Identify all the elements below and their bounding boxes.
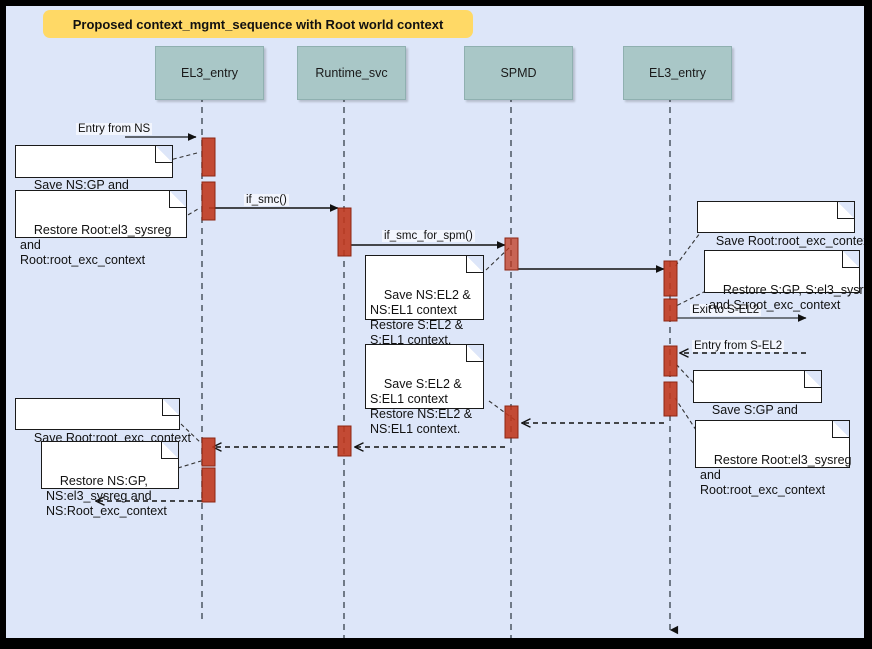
activation-runtime-1 [337, 207, 352, 257]
note-save-ns-el2: Save NS:EL2 & NS:EL1 context Restore S:E… [365, 255, 484, 347]
leader-note-save-ns-gp [165, 152, 198, 162]
note-fold-icon [466, 256, 483, 273]
activation-runtime-2 [337, 425, 352, 457]
diagram-title-banner: Proposed context_mgmt_sequence with Root… [43, 10, 473, 38]
activation-el3-right-4 [663, 381, 678, 417]
note-save-root-exc-right: Save Root:root_exc_context [697, 201, 864, 248]
note-text: Save Root:root_exc_context [715, 234, 864, 248]
leader-note-save-s-gp [675, 363, 699, 389]
message-label-exit-to-s-el2: Exit to S-EL2 [690, 304, 762, 316]
activation-el3-left-4 [201, 467, 216, 503]
leader-note-save-s-el2 [488, 400, 516, 421]
leader-note-save-root-exc-left [180, 423, 202, 444]
activation-el3-right-1 [663, 260, 678, 297]
leader-note-restore-ns-gp [177, 460, 202, 469]
activation-el3-left-1 [201, 137, 216, 177]
leader-note-restore-root-el3 [175, 208, 199, 223]
participant-label: Runtime_svc [315, 66, 388, 80]
note-fold-icon [842, 251, 859, 268]
message-label-entry-from-s-el2: Entry from S-EL2 [692, 340, 785, 352]
leader-note-save-ns-el2 [485, 246, 511, 271]
note-save-s-gp: Save S:GP and S:root_exc_context [693, 370, 822, 432]
participant-el3-entry-right[interactable]: EL3_entry [623, 46, 732, 100]
participant-spmd[interactable]: SPMD [464, 46, 573, 100]
sequence-diagram-canvas: Proposed context_mgmt_sequence with Root… [6, 6, 864, 638]
activation-spmd-1 [504, 237, 519, 271]
note-fold-icon [169, 191, 186, 208]
activation-el3-right-2 [663, 298, 678, 322]
note-fold-icon [155, 146, 172, 163]
note-restore-s-gp: Restore S:GP, S:el3_sysreg and S:root_ex… [704, 250, 864, 312]
note-text: Restore Root:el3_sysreg and Root:root_ex… [20, 223, 172, 267]
activation-el3-left-3 [201, 437, 216, 467]
note-save-ns-gp: Save NS:GP and NS:Root_exc_context [15, 145, 173, 207]
participant-label: EL3_entry [649, 66, 706, 80]
note-save-s-el2: Save S:EL2 & S:EL1 context Restore NS:EL… [365, 344, 484, 436]
note-text: Save S:EL2 & S:EL1 context Restore NS:EL… [370, 377, 473, 436]
participant-runtime-svc[interactable]: Runtime_svc [297, 46, 406, 100]
diagram-vector-layer [6, 96, 807, 638]
leader-note-restore-s-gp [675, 290, 707, 307]
note-fold-icon [162, 399, 179, 416]
participant-el3-entry-left[interactable]: EL3_entry [155, 46, 264, 100]
message-label-if-smc-for-spm: if_smc_for_spm() [382, 230, 475, 242]
note-fold-icon [832, 421, 849, 438]
note-fold-icon [837, 202, 854, 219]
activation-el3-left-2 [201, 181, 216, 221]
leader-note-save-root-exc-right [673, 228, 704, 269]
note-text: Restore NS:GP, NS:el3_sysreg and NS:Root… [46, 474, 167, 518]
note-text: Save NS:EL2 & NS:EL1 context Restore S:E… [370, 288, 471, 347]
note-fold-icon [804, 371, 821, 388]
message-label-entry-from-ns: Entry from NS [76, 123, 153, 135]
note-text: Restore Root:el3_sysreg and Root:root_ex… [700, 453, 852, 497]
participant-label: EL3_entry [181, 66, 238, 80]
note-fold-icon [161, 442, 178, 459]
note-fold-icon [466, 345, 483, 362]
note-restore-root-el3-right: Restore Root:el3_sysreg and Root:root_ex… [695, 420, 851, 497]
participant-label: SPMD [500, 66, 537, 80]
activation-el3-right-3 [663, 345, 678, 377]
note-restore-root-el3: Restore Root:el3_sysreg and Root:root_ex… [15, 190, 187, 267]
note-restore-ns-gp: Restore NS:GP, NS:el3_sysreg and NS:Root… [41, 441, 179, 518]
note-save-root-exc-left: Save Root:root_exc_context [15, 398, 191, 445]
page-title: Proposed context_mgmt_sequence with Root… [72, 16, 444, 32]
note-text: Restore S:GP, S:el3_sysreg and S:root_ex… [709, 283, 864, 312]
activation-spmd-2 [504, 405, 519, 439]
message-label-if-smc: if_smc() [244, 194, 289, 206]
